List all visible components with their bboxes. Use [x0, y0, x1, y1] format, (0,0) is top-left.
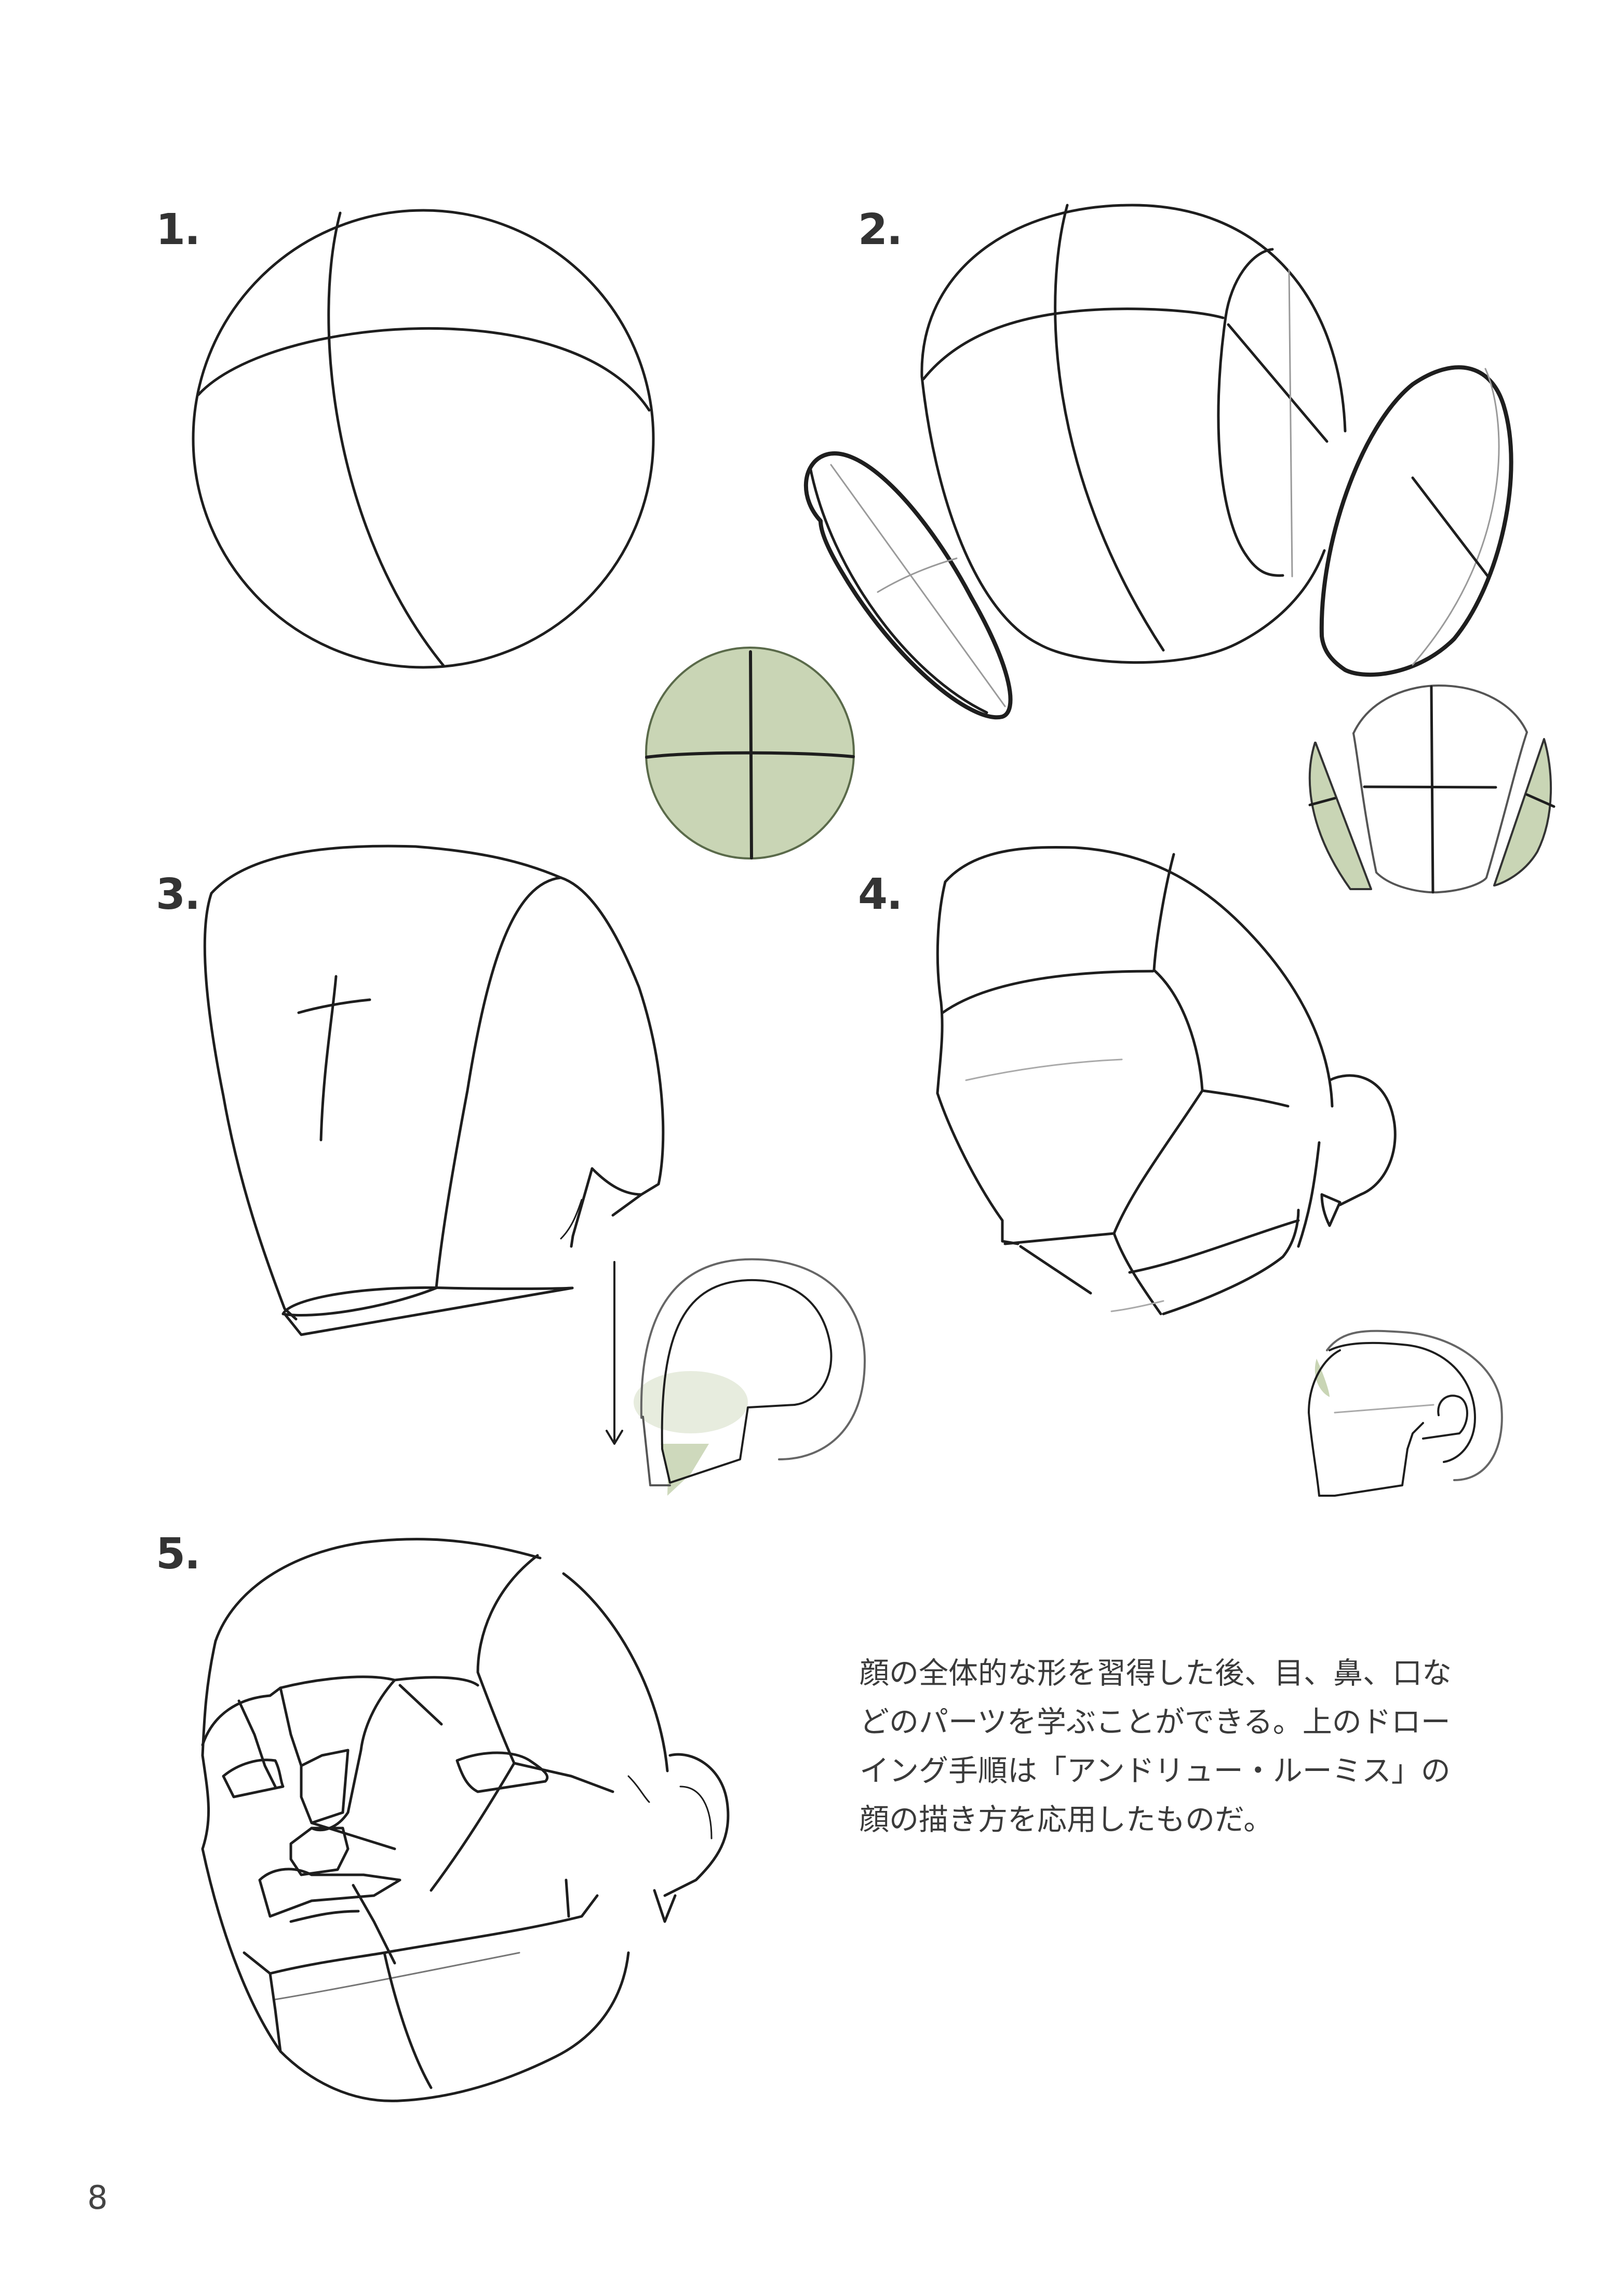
caption-line-1: 顔の全体的な形を習得した後、目、鼻、口な — [860, 1656, 1452, 1690]
step-5-featured-head-drawing — [203, 1539, 728, 2101]
step-1-sphere-drawing — [193, 210, 653, 667]
step-2-sliced-sphere-drawing — [806, 205, 1511, 717]
front-view-inset-drawing — [1310, 686, 1554, 892]
caption-line-4: 顔の描き方を応用したものだ。 — [860, 1803, 1273, 1837]
caption-line-2: どのパーツを学ぶことができる。上のドロー — [860, 1705, 1451, 1739]
step-3-side-inset-drawing — [634, 1259, 865, 1496]
step-4-side-inset-drawing — [1309, 1331, 1502, 1496]
step-label-4: 4. — [858, 870, 903, 919]
page-number: 8 — [87, 2179, 108, 2217]
caption-line-3: イング手順は「アンドリュー・ルーミス」の — [860, 1754, 1451, 1788]
step-label-5: 5. — [156, 1529, 200, 1579]
step-label-1: 1. — [156, 205, 200, 254]
step-label-3: 3. — [156, 870, 200, 919]
step-3-cranium-drawing — [205, 846, 663, 1444]
step-4-planar-head-drawing — [937, 847, 1395, 1314]
side-plane-circle-green — [646, 648, 854, 858]
step-label-2: 2. — [858, 205, 903, 254]
caption-text-block: 顔の全体的な形を習得した後、目、鼻、口な どのパーツを学ぶことができる。上のドロ… — [860, 1649, 1545, 1844]
